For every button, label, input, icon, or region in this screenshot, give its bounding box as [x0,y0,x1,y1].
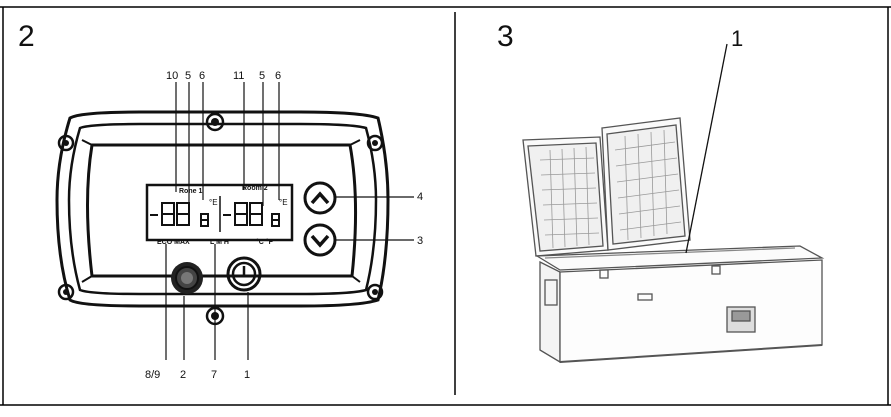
callout-top-1: 10 [166,70,178,82]
up-button-icon [303,181,337,215]
callout-top-5: 5 [259,70,265,82]
lcd-display [145,183,294,242]
zone2-label: Room 2 [242,185,268,192]
callout-right-2: 3 [417,235,423,247]
callout-top-4: 11 [233,70,244,82]
lmh-label: L M H [210,239,229,246]
temp-unit-label: °C °F [256,238,274,246]
down-button-icon [303,223,337,257]
callout-bottom-1: 8/9 [145,369,160,381]
callout-right-1: 4 [417,191,423,203]
control-panel-diagram: Rone 1 Room 2 °E °E ECO MAX L M H °C °F [55,82,414,360]
unit-symbol-1: °E [209,198,218,207]
power-button-icon [226,256,262,292]
panel-number-right: 3 [497,20,514,53]
eco-max-label: ECO MAX [157,239,190,246]
callout-top-2: 5 [185,70,191,82]
unit-symbol-2: °E [279,198,288,207]
fridge-box-diagram [522,117,825,364]
dial-knob-icon [171,262,203,294]
callout-fridge-1: 1 [731,26,743,51]
callout-top-6: 6 [275,70,281,82]
zone1-label: Rone 1 [179,188,202,195]
callout-top-3: 6 [199,70,205,82]
callout-bottom-4: 1 [244,369,250,381]
panel-number-left: 2 [18,20,35,53]
callout-bottom-2: 2 [180,369,186,381]
callout-bottom-3: 7 [211,369,217,381]
screw-icon [57,112,384,326]
